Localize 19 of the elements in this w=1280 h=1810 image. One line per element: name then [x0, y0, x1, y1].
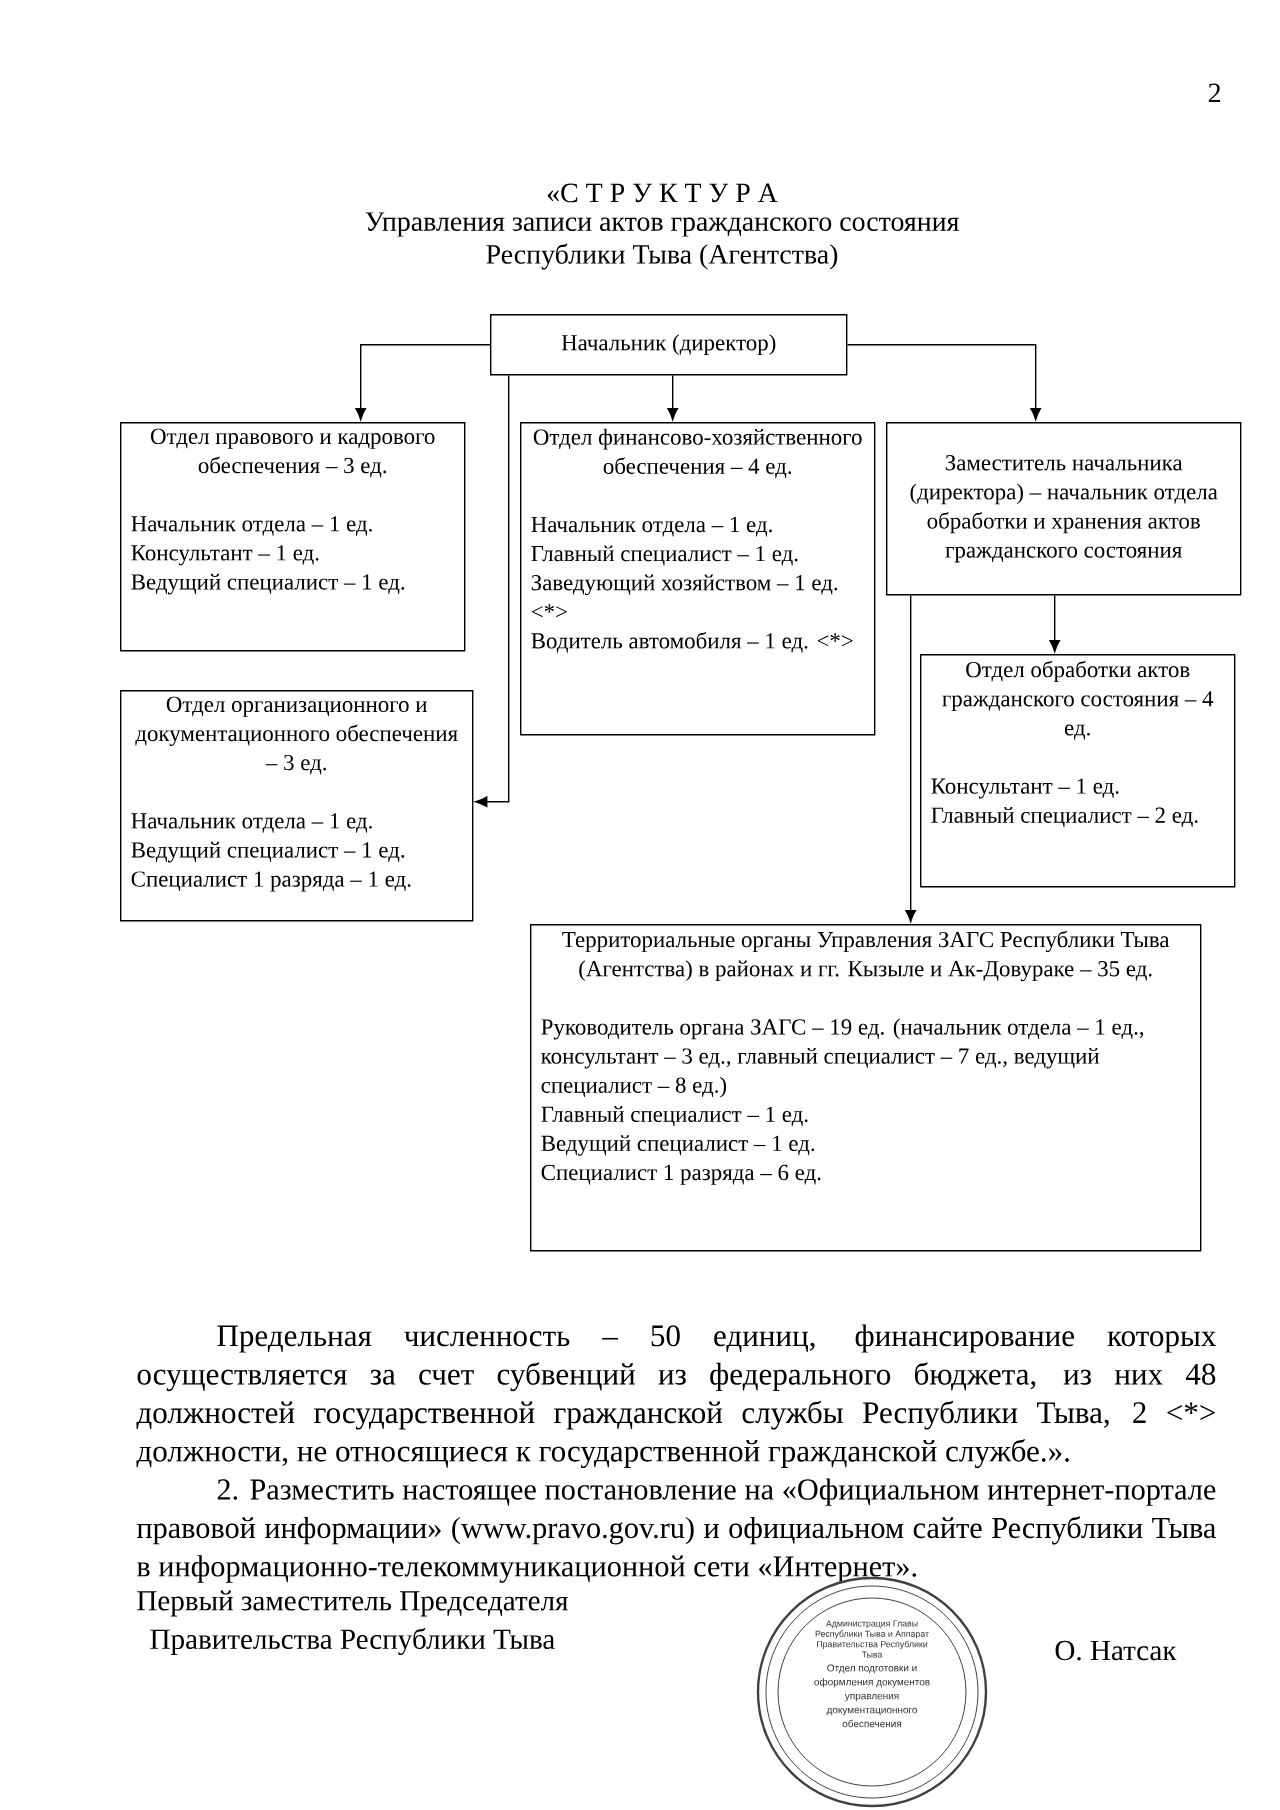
subtitle: Управления записи актов гражданского состояния Республики Тыва (Агентства)	[365, 212, 959, 270]
org-box: Территориальные органы Управления ЗАГС Республики Тыва (Агентства) в районах и гг. Кызыле и Ак-Довураке – 35 ед. Руководитель органа ЗАГС – 19 ед. (начальник отдела – 1 ед., консультант – 3 ед., главный специалист – 7 ед., ведущий специалист – 8 ед.) Главный специалист – 1 ед. Ведущий специалист – 1 ед. Специалист 1 разряда – 6 ед.	[530, 924, 1202, 1252]
org-box: Заместитель начальника (директора) – начальник отдела обработки и хранения актов гражданского состояния	[886, 422, 1242, 596]
org-box: Начальник (директор)	[490, 314, 848, 376]
page-number: 2	[1208, 83, 1221, 102]
connector-arrow	[475, 374, 510, 808]
signature-title: Первый заместитель Председателя Правительства Республики Тыва	[137, 1590, 568, 1656]
paragraph: Предельная численность – 50 единиц, финансирование которых осуществляется за счет субвенций из федерального бюджета, из них 48 должностей государственной гражданской службы Республики Тыва, 2 <*> должности, не относящиеся к государственной гражданской службе.».	[136, 1324, 1216, 1469]
connector-arrow	[1049, 594, 1061, 653]
org-box: Отдел обработки актов гражданского состояния – 4 ед. Консультант – 1 ед. Главный специалист – 2 ед.	[920, 654, 1236, 888]
connector-arrow	[846, 344, 1042, 421]
title: «С Т Р У К Т У Р А	[547, 183, 778, 203]
org-box: Отдел организационного и документационного обеспечения – 3 ед. Начальник отдела – 1 ед. Ведущий специалист – 1 ед. Специалист 1 разряда – 1 ед.	[120, 690, 474, 922]
org-box: Отдел финансово-хозяйственного обеспечения – 4 ед. Начальник отдела – 1 ед. Главный специалист – 1 ед. Заведующий хозяйством – 1 ед. <*> Водитель автомобиля – 1 ед. <*>	[520, 422, 876, 736]
connector-arrow	[667, 374, 679, 421]
connector-arrow	[355, 344, 491, 421]
signature-name: О. Натсак	[1055, 1640, 1177, 1661]
connector-arrow	[905, 594, 917, 923]
org-box: Отдел правового и кадрового обеспечения – 3 ед. Начальник отдела – 1 ед. Консультант – 1 ед. Ведущий специалист – 1 ед.	[120, 422, 466, 652]
